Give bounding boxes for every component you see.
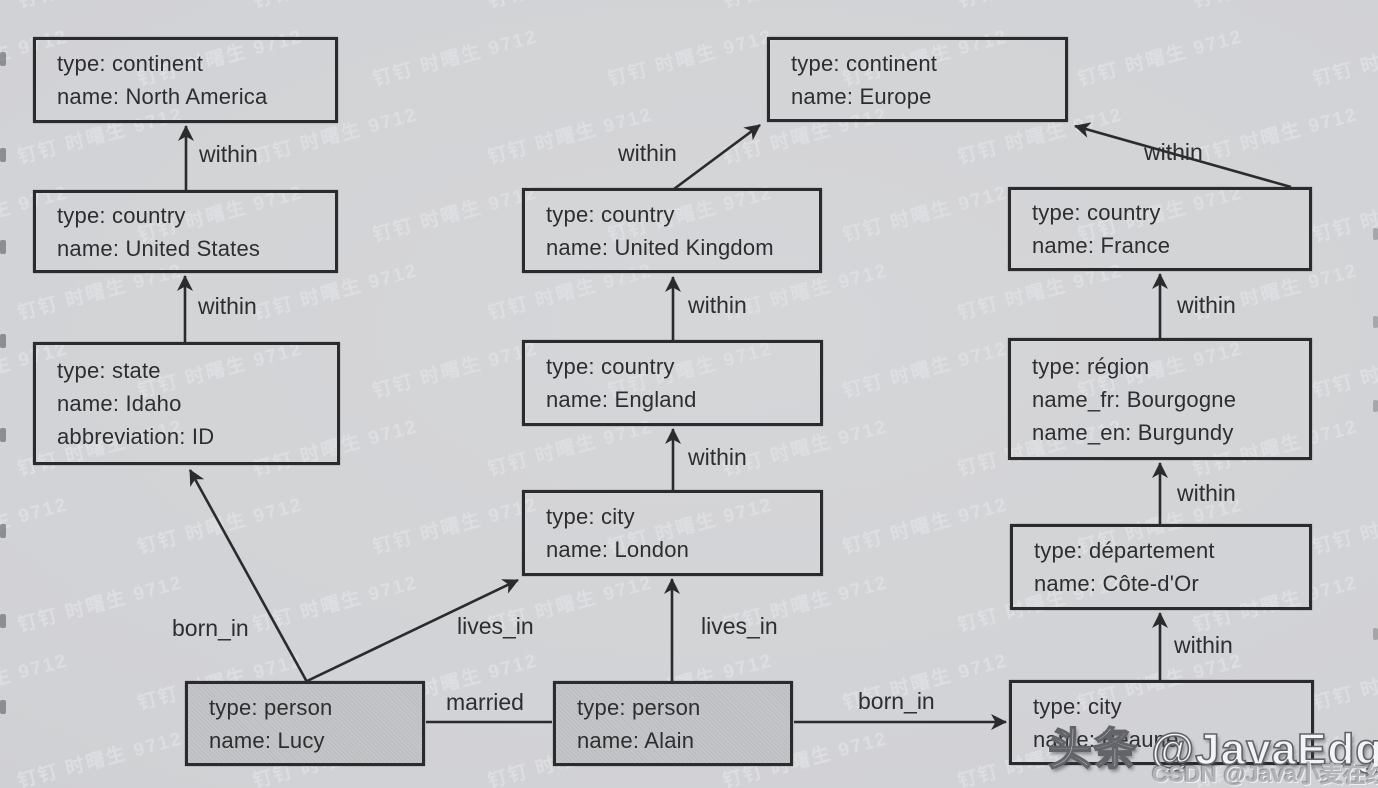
node-property-line: name: London [546, 537, 690, 562]
node-united-kingdom: type: country name: United Kingdom [522, 188, 822, 273]
node-property-line: type: country [546, 354, 675, 379]
node-property-line: type: state [57, 358, 161, 383]
edge-label-within-uk-europe: within [618, 140, 677, 166]
node-north-america: type: continent name: North America [33, 37, 338, 123]
edge-label-married: married [446, 689, 524, 715]
node-property-line: name_fr: Bourgogne [1032, 386, 1237, 412]
node-beaune: type: city name: Beaune [1009, 680, 1314, 765]
edge-label-born-in-alain: born_in [858, 688, 935, 714]
node-property-line: name: Idaho [57, 391, 182, 416]
node-property-line: type: city [1033, 693, 1122, 719]
node-property-line: type: person [209, 694, 333, 720]
scan-bleed-mark [0, 52, 6, 66]
node-property-line: name: Lucy [209, 727, 325, 753]
node-europe: type: continent name: Europe [767, 37, 1068, 122]
node-property-line: type: continent [791, 50, 938, 76]
scan-bleed-mark [1373, 628, 1378, 640]
node-london: type: city name: London [522, 490, 823, 576]
node-property-line: name: United Kingdom [546, 234, 774, 260]
edge-label-within-us-na: within [199, 141, 258, 167]
edge-label-within-france-europe: within [1144, 139, 1203, 165]
node-united-states: type: country name: United States [33, 190, 338, 273]
node-cote-dor: type: département name: Côte-d'Or [1010, 524, 1312, 610]
node-england: type: country name: England [522, 340, 823, 426]
scan-bleed-mark [0, 524, 6, 538]
edge-label-within-idaho-us: within [198, 293, 257, 319]
node-idaho: type: state name: Idaho abbreviation: ID [33, 342, 340, 465]
edge-label-within-london-england: within [688, 444, 747, 470]
node-property-line: name: England [546, 387, 697, 412]
node-property-line: type: département [1034, 538, 1215, 563]
node-property-line: type: continent [57, 51, 204, 76]
node-property-line: type: country [57, 202, 186, 228]
node-property-line: name: Alain [577, 727, 695, 753]
edge-lucy-to-idaho [188, 469, 309, 683]
node-property-line: name: Beaune [1033, 726, 1179, 752]
node-france: type: country name: France [1008, 187, 1312, 271]
node-alain: type: person name: Alain [553, 681, 793, 766]
edge-label-within-bourgogne-france: within [1177, 292, 1236, 318]
edge-label-lives-in-alain: lives_in [701, 613, 778, 639]
edge-lucy-to-london [304, 578, 519, 684]
scan-bleed-mark [1373, 228, 1378, 240]
node-lucy: type: person name: Lucy [185, 681, 425, 766]
edge-label-within-cotedor-bourgogne: within [1177, 480, 1236, 506]
scan-bleed-mark [0, 614, 6, 628]
scan-bleed-mark [0, 240, 6, 254]
edge-label-lives-in-lucy: lives_in [457, 613, 534, 639]
node-property-line: name_en: Burgundy [1032, 419, 1234, 445]
node-property-line: type: région [1032, 353, 1150, 379]
watermark-headline-toutiao: 头条 @JavaEdge [1047, 724, 1378, 775]
node-property-line: type: person [577, 694, 701, 720]
scan-bleed-mark [0, 428, 6, 442]
scan-bleed-mark [1373, 400, 1378, 412]
node-property-line: name: France [1032, 233, 1171, 258]
scan-bleed-mark [0, 700, 6, 714]
node-property-line: type: country [546, 201, 675, 227]
edge-label-born-in-lucy: born_in [172, 615, 249, 641]
edge-france-to-europe [1074, 122, 1292, 189]
node-property-line: abbreviation: ID [57, 424, 215, 449]
watermark-subline-csdn: CSDN @Java小麦在线冲 [1152, 761, 1378, 787]
scan-bleed-mark [0, 148, 6, 162]
node-property-line: name: Côte-d'Or [1034, 571, 1199, 596]
node-property-line: name: Europe [791, 83, 932, 109]
edge-label-within-beaune-cotedor: within [1174, 632, 1233, 658]
scan-bleed-mark [0, 334, 6, 348]
node-property-line: type: city [546, 504, 635, 529]
node-bourgogne: type: région name_fr: Bourgogne name_en: B… [1008, 338, 1312, 460]
node-property-line: type: country [1032, 200, 1161, 225]
node-property-line: name: North America [57, 84, 268, 109]
edge-label-within-england-uk: within [688, 292, 747, 318]
edge-uk-to-europe [673, 123, 761, 191]
node-property-line: name: United States [57, 235, 261, 261]
scan-bleed-mark [1373, 316, 1378, 328]
